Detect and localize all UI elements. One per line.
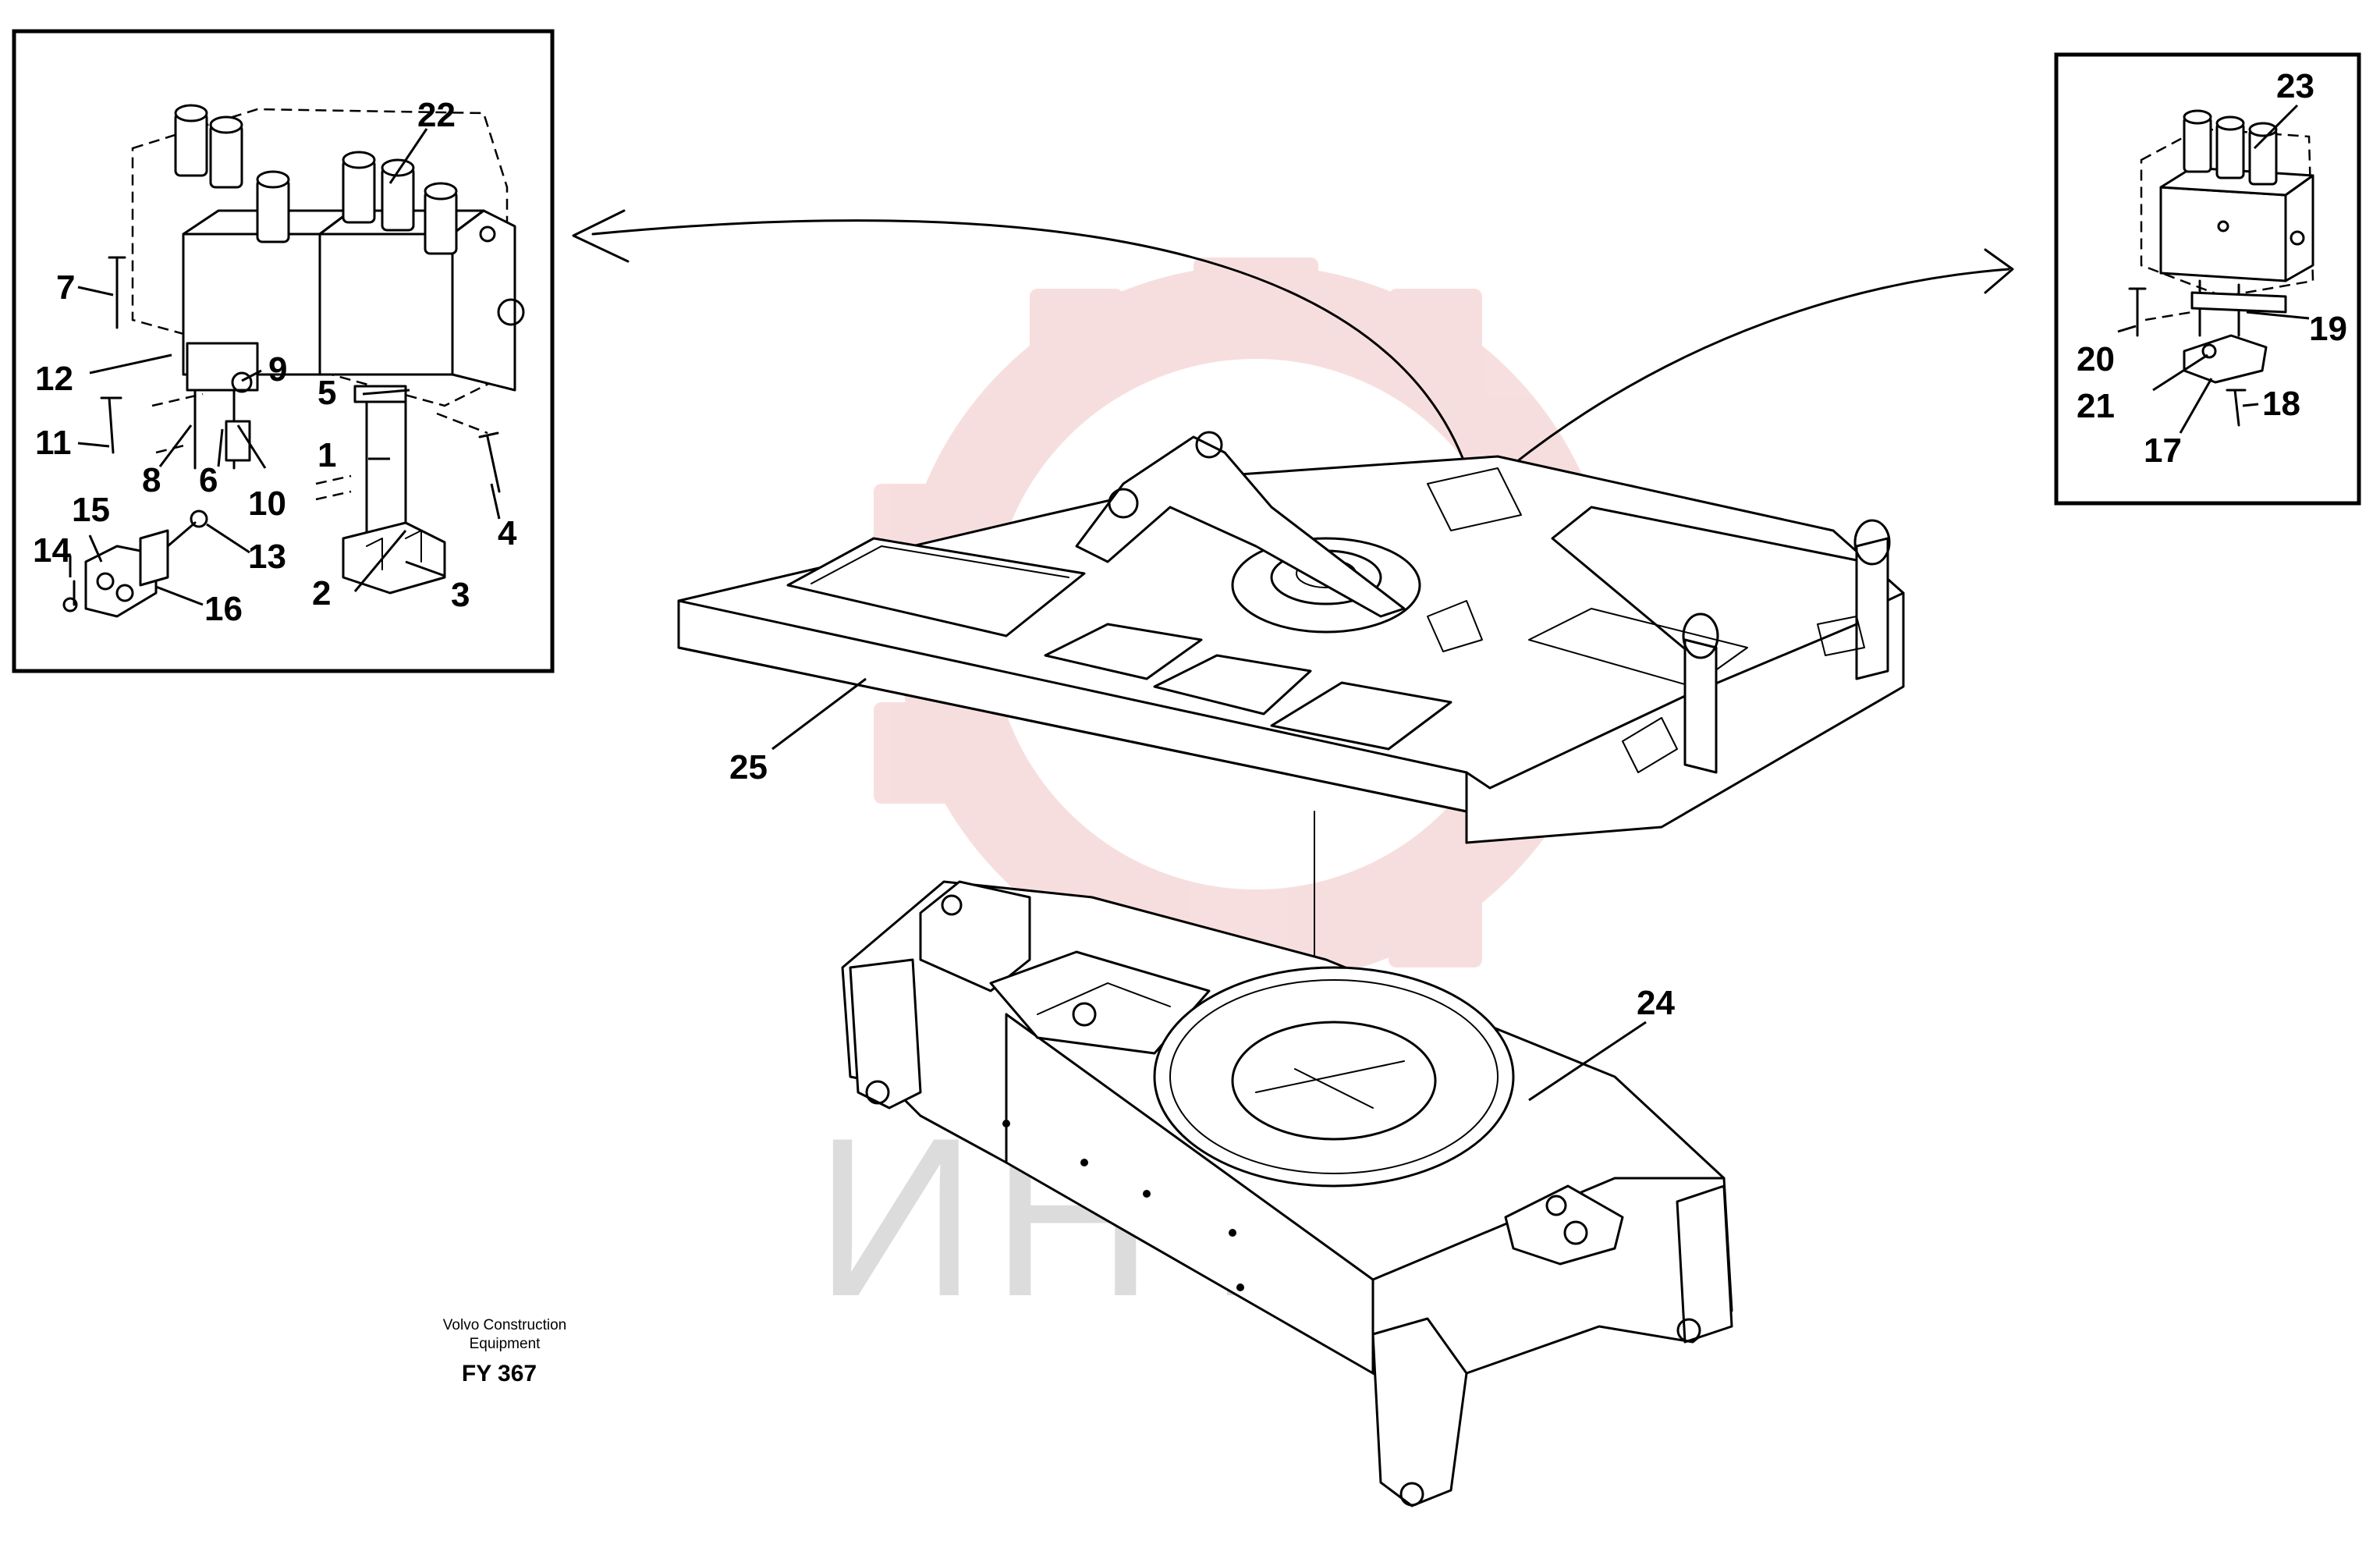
callout-8: 8 (142, 461, 161, 499)
right-inset-valve-assembly (2128, 109, 2314, 427)
callout-24: 24 (1637, 984, 1675, 1022)
callout-9: 9 (268, 350, 287, 389)
caption-maker-line1: Volvo Construction (443, 1317, 566, 1333)
callout-18: 18 (2262, 385, 2300, 423)
callout-10: 10 (248, 485, 286, 523)
right-inset-leaders (2117, 104, 2310, 434)
right-curved-arrow (1512, 248, 2014, 466)
callout-numbers: 1 2 3 4 5 6 7 8 9 10 11 12 13 14 15 16 1… (33, 67, 2347, 1022)
callout-12: 12 (35, 360, 73, 398)
left-curved-arrow (572, 209, 1468, 470)
lower-frame-part (841, 880, 1733, 1507)
left-inset-leaders (69, 128, 501, 606)
callout-6: 6 (199, 461, 218, 499)
callout-5: 5 (317, 374, 336, 412)
callout-11: 11 (35, 424, 72, 462)
callout-22: 22 (417, 96, 456, 134)
callout-2: 2 (312, 574, 331, 612)
callout-25: 25 (729, 748, 768, 786)
caption-drawing-code: FY 367 (462, 1361, 537, 1386)
caption-maker-line2: Equipment (470, 1336, 541, 1352)
callout-16: 16 (204, 590, 243, 628)
callout-23: 23 (2276, 67, 2314, 105)
left-inset-valve-assembly (62, 104, 525, 618)
drawing-caption: Volvo Construction Equipment FY 367 (443, 1317, 566, 1386)
leader-24 (1528, 1021, 1647, 1102)
callout-7: 7 (56, 268, 75, 307)
callout-4: 4 (498, 514, 517, 552)
callout-20: 20 (2077, 340, 2115, 378)
callout-14: 14 (33, 531, 71, 570)
callout-13: 13 (248, 538, 286, 576)
callout-17: 17 (2144, 431, 2182, 470)
leader-25 (771, 677, 867, 751)
upper-frame-part (677, 431, 1905, 844)
callout-19: 19 (2309, 310, 2347, 348)
callout-3: 3 (451, 576, 470, 614)
callout-15: 15 (72, 491, 110, 529)
callout-1: 1 (317, 436, 336, 474)
callout-21: 21 (2077, 387, 2115, 425)
